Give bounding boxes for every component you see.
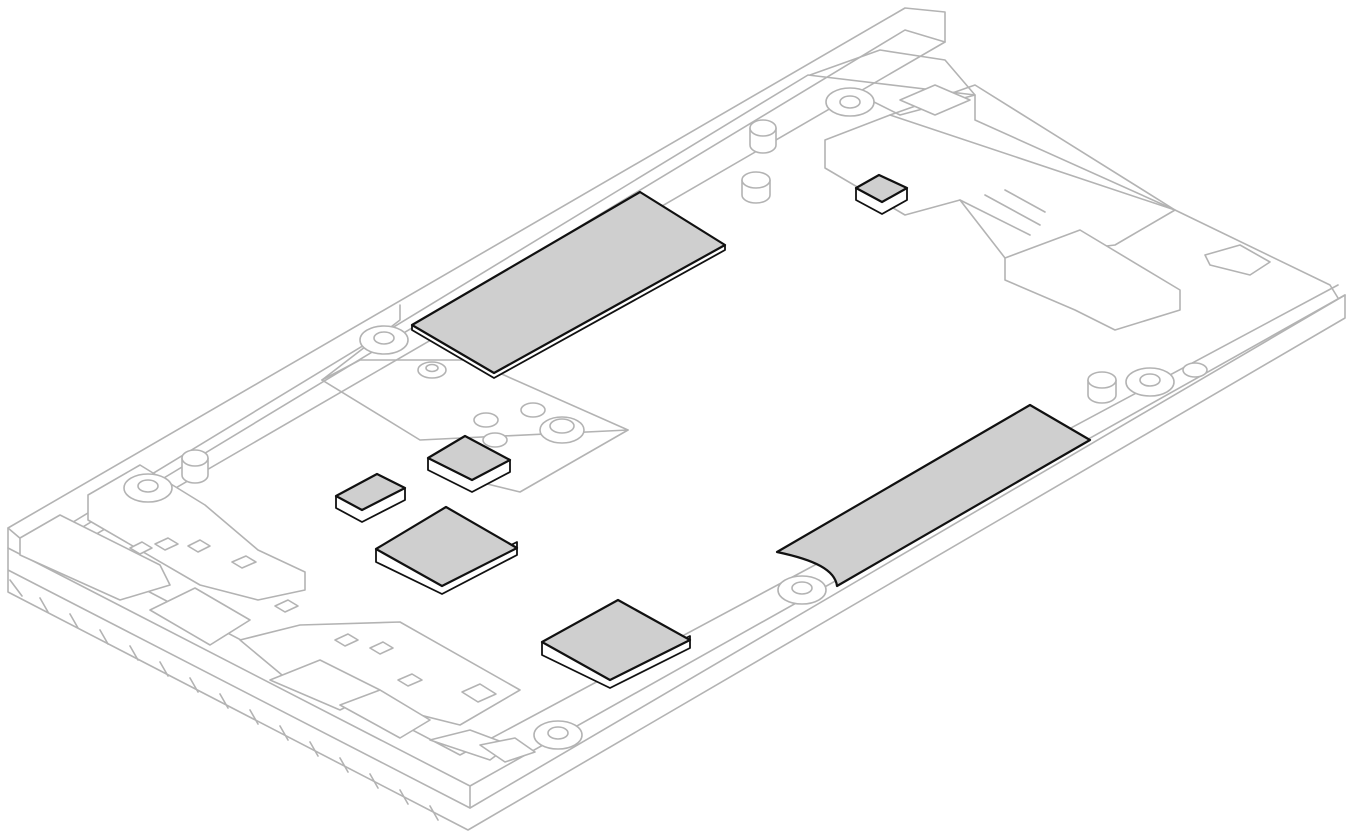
thermal-pad-small-top-right: [854, 173, 909, 215]
thermal-pads: [334, 173, 1092, 689]
thermal-pad-chip-large-left: [374, 505, 519, 595]
chassis-frame: [7, 7, 1346, 831]
screw-bosses: [123, 87, 1208, 750]
thermal-pad-large-right: [775, 403, 1092, 588]
screw-boss-left: [123, 473, 173, 503]
thermal-pad-large-top: [410, 190, 727, 379]
screw-boss-bottom-mid: [777, 575, 827, 605]
screw-boss-mid-left: [359, 325, 409, 355]
thermal-pad-chip-center: [426, 434, 512, 493]
screw-boss-top: [825, 87, 875, 117]
screw-boss-bottom: [533, 720, 583, 750]
screw-boss-right: [1125, 367, 1175, 397]
mainboard: [321, 49, 1271, 493]
thermal-pad-chip-bottom: [540, 598, 692, 689]
standoff-posts: [181, 119, 1208, 484]
thermal-pad-chip-small-left: [334, 472, 407, 523]
